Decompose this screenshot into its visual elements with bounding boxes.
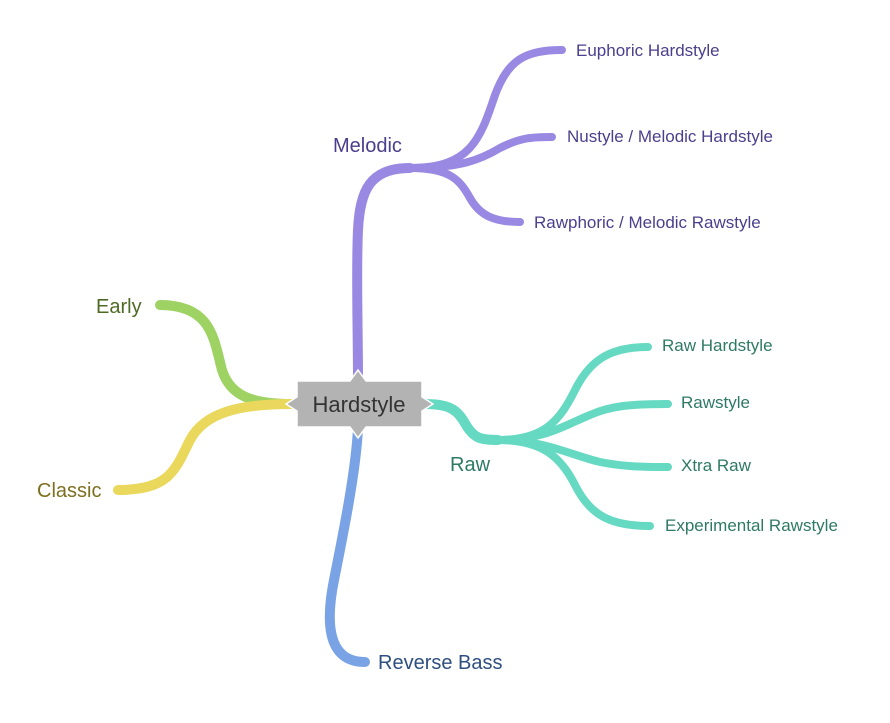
connectors (113, 46, 672, 667)
branch-melodic (352, 163, 415, 385)
node-nustyle-melodic-hardstyle[interactable]: Nustyle / Melodic Hardstyle (567, 127, 773, 146)
node-xtra-raw[interactable]: Xtra Raw (681, 456, 752, 475)
branch-classic (113, 399, 297, 495)
node-classic[interactable]: Classic (37, 480, 101, 502)
branch-rawphoric (406, 164, 524, 226)
branch-raw (420, 399, 503, 445)
node-rawstyle[interactable]: Rawstyle (681, 393, 750, 412)
node-melodic[interactable]: Melodic (333, 135, 402, 157)
node-euphoric-hardstyle[interactable]: Euphoric Hardstyle (576, 41, 720, 60)
root-node-label: Hardstyle (313, 392, 406, 417)
branch-rawstyle (494, 400, 672, 444)
root-node[interactable]: Hardstyle (284, 368, 435, 440)
branch-early (155, 300, 297, 409)
node-raw-hardstyle[interactable]: Raw Hardstyle (662, 336, 773, 355)
node-reverse-bass[interactable]: Reverse Bass (378, 652, 503, 674)
branch-euphoric-hardstyle (406, 46, 566, 172)
branch-reverse-bass (324, 423, 370, 667)
branch-experimental-rawstyle (494, 436, 654, 530)
root-node-shape (284, 368, 435, 440)
node-raw[interactable]: Raw (450, 454, 491, 476)
node-experimental-rawstyle[interactable]: Experimental Rawstyle (665, 516, 838, 535)
node-rawphoric-melodic-rawstyle[interactable]: Rawphoric / Melodic Rawstyle (534, 213, 761, 232)
node-early[interactable]: Early (96, 296, 142, 318)
branch-nustyle (406, 133, 556, 172)
